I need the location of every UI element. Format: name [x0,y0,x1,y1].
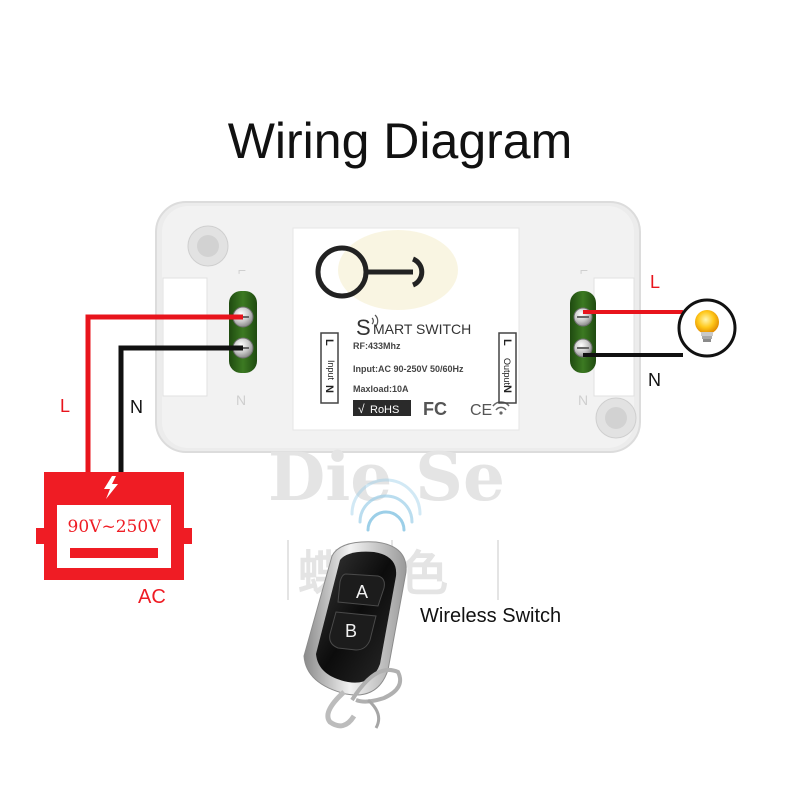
diagram-title: Wiring Diagram [227,113,573,169]
watermark: Die Se 蝶 色 [268,438,505,602]
maxload-spec: Maxload:10A [353,384,409,394]
rohs-check: √ [358,402,365,416]
rohs-text: RoHS [370,404,399,416]
light-bulb-icon [695,310,719,342]
fc-mark: FC [423,399,447,419]
output-terminal-block [570,291,596,373]
svg-text:⌐: ⌐ [580,262,588,278]
rf-frequency: RF:433Mhz [353,341,401,351]
left-recess [162,277,208,397]
output-terminal-l: L [501,339,513,346]
lightning-icon [104,476,118,499]
key-logo-icon [315,245,425,299]
input-label: Input [326,360,336,381]
label-right-live: L [650,272,660,292]
input-spec: Input:AC 90-250V 50/60Hz [353,364,464,374]
ac-power-source: 90V~250V [36,472,192,580]
svg-text:⌐: ⌐ [238,262,246,278]
smart-switch-module: ⌐ N ⌐ N S MART SWITCH RF:433Mhz Input:AC… [155,201,641,453]
output-label: Output [502,358,512,386]
wifi-icon [492,401,510,415]
right-recess [593,277,635,397]
output-label-box [498,332,517,404]
label-right-neutral: N [648,370,661,390]
light-bulb-load [677,298,737,358]
wire-left-neutral [118,345,243,472]
label-left-neutral: N [130,397,143,417]
signal-icon [371,314,379,328]
input-terminal-n: N [323,385,335,393]
brand-initial: S [356,315,371,340]
rohs-badge [353,400,411,416]
input-terminal-l: L [323,339,335,346]
svg-text:N: N [578,392,588,408]
watermark-cjk-right: 色 [400,546,448,602]
ac-label: AC [138,586,166,608]
watermark-latin: Die Se [268,438,505,516]
signal-waves-icon [350,478,422,532]
ce-mark: CE [470,402,492,419]
output-terminal-n: N [501,385,513,393]
ac-source-bar [70,548,158,558]
wire-left-live [85,314,243,472]
remote-button-a-label: A [356,582,368,602]
wireless-remote: A B [303,478,422,729]
input-label-box [320,332,339,404]
input-terminal-block [229,291,257,373]
wiring [85,310,683,472]
remote-caption: Wireless Switch [420,605,561,627]
label-left-live: L [60,396,70,416]
ac-voltage-range: 90V~250V [68,517,162,537]
remote-keyring [325,690,357,729]
remote-button-a[interactable]: A [337,573,385,607]
brand-name: MART SWITCH [373,321,471,337]
svg-text:N: N [236,392,246,408]
remote-button-b[interactable]: B [329,611,377,651]
remote-button-b-label: B [345,621,357,641]
